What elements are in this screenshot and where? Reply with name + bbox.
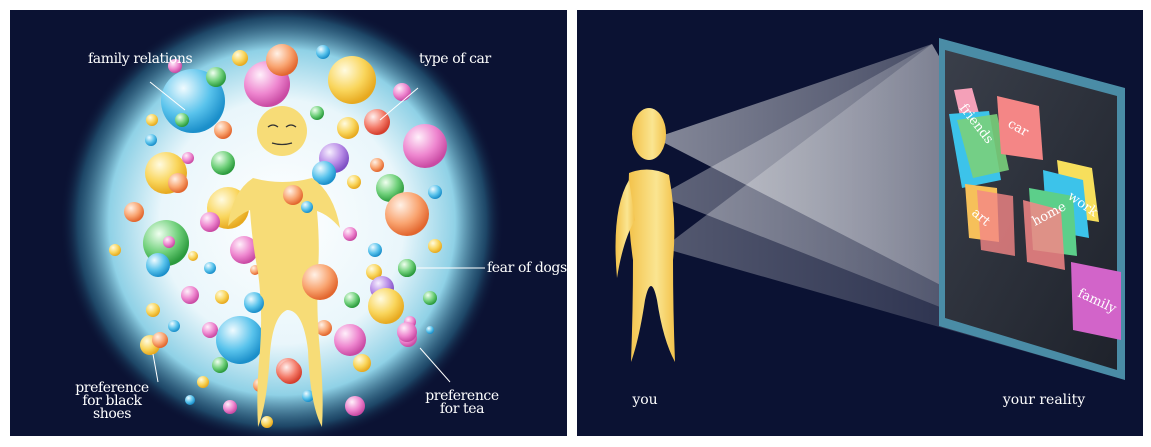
label-your-reality: your reality xyxy=(989,394,1099,407)
label-family-relations: family relations xyxy=(88,53,158,66)
reality-projection-graphic: friends car work home art family xyxy=(577,10,1143,436)
you-figure xyxy=(616,108,676,362)
label-fear-of-dogs: fear of dogs xyxy=(487,262,537,275)
bubble-person-graphic xyxy=(10,10,567,436)
label-type-of-car: type of car xyxy=(419,53,475,66)
label-preference-black-shoes: preference for black shoes xyxy=(70,382,154,421)
label-you: you xyxy=(625,394,665,407)
right-panel: friends car work home art family you you… xyxy=(577,10,1143,436)
left-panel: family relations type of car fear of dog… xyxy=(10,10,567,436)
label-preference-tea: preference for tea xyxy=(422,390,502,416)
